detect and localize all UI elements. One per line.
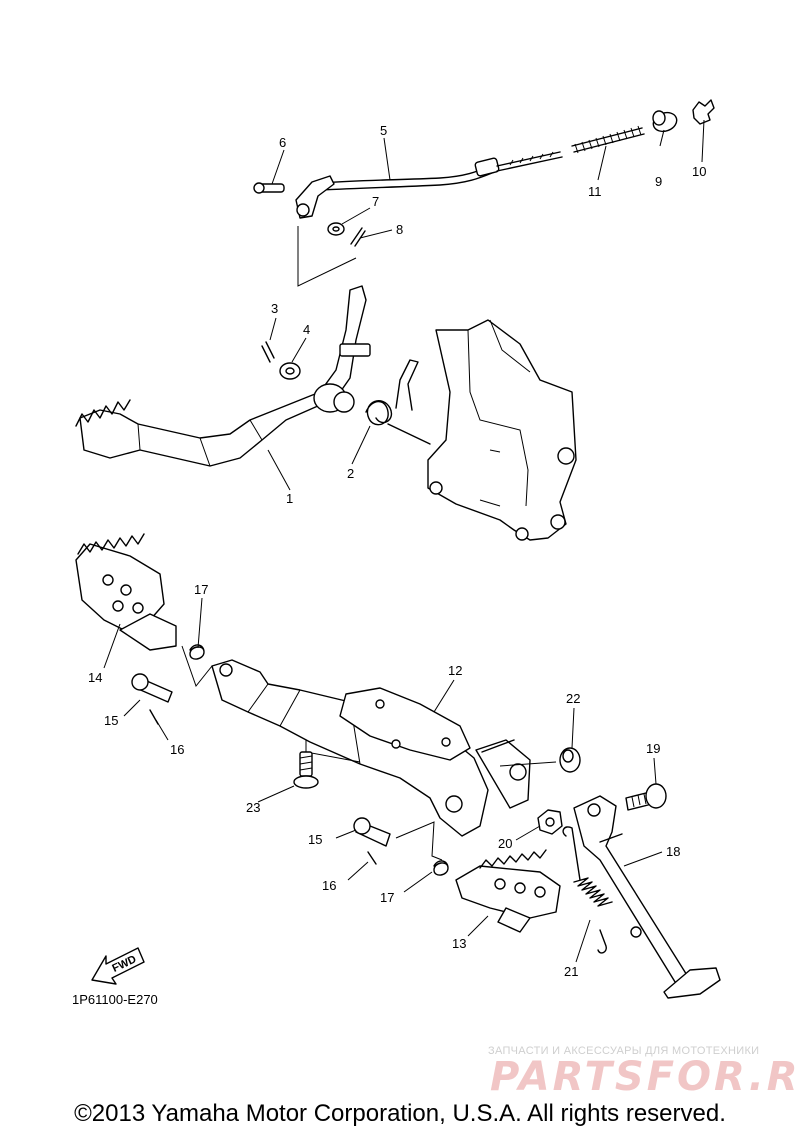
leader-15-lower <box>395 821 443 861</box>
callout-7: 7 <box>372 194 379 209</box>
diagram-code: 1P61100-E270 <box>72 992 158 1007</box>
callout-2: 2 <box>347 466 354 481</box>
callout-15-upper: 15 <box>104 713 118 728</box>
callout-8: 8 <box>396 222 403 237</box>
nut-20 <box>537 809 563 835</box>
brake-pedal <box>75 285 371 467</box>
callout-12: 12 <box>448 663 462 678</box>
callout-3: 3 <box>271 301 278 316</box>
spring-17-upper <box>189 644 205 660</box>
watermark-tagline: ЗАПЧАСТИ И АКСЕССУАРЫ ДЛЯ МОТОТЕХНИКИ <box>488 1045 760 1057</box>
callout-19: 19 <box>646 741 660 756</box>
fwd-arrow-icon: FWD <box>91 947 145 985</box>
callout-21: 21 <box>564 964 578 979</box>
callout-11: 11 <box>588 184 602 199</box>
footrest-bar <box>211 659 531 837</box>
callout-16-upper: 16 <box>170 742 184 757</box>
callout-20: 20 <box>498 836 512 851</box>
sidestand-18 <box>573 795 721 999</box>
washer-4 <box>279 362 301 380</box>
spring-21 <box>562 826 613 954</box>
cotter-pin-3 <box>261 341 275 363</box>
callout-17-upper: 17 <box>194 582 208 597</box>
callout-leaders <box>103 119 705 963</box>
callout-17-lower: 17 <box>380 890 394 905</box>
callout-15-lower: 15 <box>308 832 322 847</box>
footrest-14 <box>75 533 177 651</box>
callout-5: 5 <box>380 123 387 138</box>
assembly-leader <box>297 226 357 287</box>
leader-22 <box>499 761 557 767</box>
callout-16-lower: 16 <box>322 878 336 893</box>
callout-14: 14 <box>88 670 102 685</box>
leader-17-upper <box>181 645 213 688</box>
callout-10: 10 <box>692 164 706 179</box>
collar-22 <box>559 747 581 773</box>
bolt-23 <box>293 751 319 789</box>
bolt-19 <box>625 783 667 811</box>
callout-6: 6 <box>279 135 286 150</box>
callout-23: 23 <box>246 800 260 815</box>
spring-17-lower <box>433 860 449 876</box>
frame-bracket <box>427 319 577 541</box>
footrest-13 <box>455 849 561 933</box>
callout-18: 18 <box>666 844 680 859</box>
brake-cable <box>253 99 715 247</box>
clip-16-lower <box>367 851 377 865</box>
pin-15-upper <box>131 673 173 703</box>
callout-numbers: 5 6 7 8 9 10 11 3 4 1 2 12 17 14 15 16 2… <box>88 123 706 979</box>
return-spring-2 <box>365 359 431 445</box>
callout-1: 1 <box>286 491 293 506</box>
watermark-brand: PARTSFOR.RU <box>490 1054 800 1100</box>
callout-22: 22 <box>566 691 580 706</box>
copyright-notice: ©2013 Yamaha Motor Corporation, U.S.A. A… <box>74 1100 726 1127</box>
callout-13: 13 <box>452 936 466 951</box>
callout-4: 4 <box>303 322 310 337</box>
pin-15-lower <box>353 817 391 847</box>
callout-9: 9 <box>655 174 662 189</box>
